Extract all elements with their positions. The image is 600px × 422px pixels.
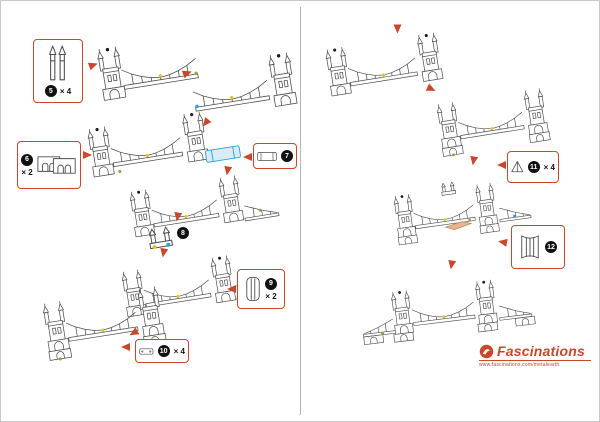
part-number-badge: 11 <box>527 161 540 173</box>
part-quantity: × 4 <box>173 346 185 356</box>
assembly-arrow <box>172 211 183 223</box>
part-callout-10: 10 × 4 <box>135 339 189 363</box>
part-number-badge: 10 <box>157 345 170 357</box>
fascinations-logo: Fascinations www.fascinations.com/metale… <box>479 343 591 368</box>
part-callout-5: 5 × 4 <box>33 39 83 103</box>
curved-plate-part-drawing <box>246 277 260 301</box>
assembly-step-illustration-final <box>361 279 536 346</box>
part-callout-6-label: 6 × 2 <box>21 153 33 177</box>
assembly-arrow <box>243 153 252 161</box>
part-number-badge: 5 <box>44 85 57 97</box>
part-number-badge: 7 <box>281 150 293 162</box>
brand-website: www.fascinations.com/metalearth <box>479 362 560 368</box>
part-callout-5-label: 5 × 4 <box>44 85 72 97</box>
assembly-arrow <box>121 343 130 351</box>
assembly-step-illustration-8 <box>435 87 551 157</box>
small-plate-part-drawing <box>139 348 154 354</box>
deck-plate-part-drawing <box>257 151 277 161</box>
assembly-step-illustration-4 <box>128 175 280 238</box>
part-number-badge-8: 8 <box>177 227 189 239</box>
assembly-step-illustration-3 <box>86 111 210 178</box>
part-callout-9-label: 9 × 2 <box>265 277 277 301</box>
logo-underline <box>479 360 591 361</box>
tower-top-part-drawing <box>147 225 173 250</box>
part-callout-7: 7 <box>253 143 297 169</box>
fascinations-logo-icon <box>479 344 494 358</box>
highlighted-deck-plate <box>204 145 241 163</box>
part-number-badge: 9 <box>265 277 277 290</box>
assembly-step-illustration-7 <box>324 32 444 97</box>
part-quantity: × 4 <box>59 86 72 96</box>
part-number-badge: 12 <box>545 241 557 253</box>
part-callout-9: 9 × 2 <box>237 269 285 309</box>
assembly-arrow <box>83 151 92 159</box>
assembly-step-illustration-2 <box>192 52 298 112</box>
part-callout-11: 11 × 4 <box>507 151 559 183</box>
page-divider <box>300 7 301 415</box>
part-quantity: × 2 <box>265 291 277 301</box>
spire-part-drawing <box>49 45 66 81</box>
assembly-step-illustration-9 <box>392 181 532 246</box>
part-number-badge: 6 <box>21 153 33 166</box>
assembly-arrow <box>497 237 508 247</box>
part-callout-6: 6 × 2 <box>17 141 81 189</box>
assembly-step-illustration-1 <box>96 46 199 101</box>
mesh-plate-part-drawing <box>521 235 539 259</box>
part-quantity: × 4 <box>543 162 555 172</box>
part-quantity: × 2 <box>21 167 33 177</box>
part-callout-12: 12 <box>511 225 565 269</box>
brand-name: Fascinations <box>497 343 585 359</box>
fascinations-logo-row: Fascinations <box>479 343 591 359</box>
arch-wall-part-drawing <box>37 156 76 174</box>
assembly-arrow <box>227 285 236 293</box>
